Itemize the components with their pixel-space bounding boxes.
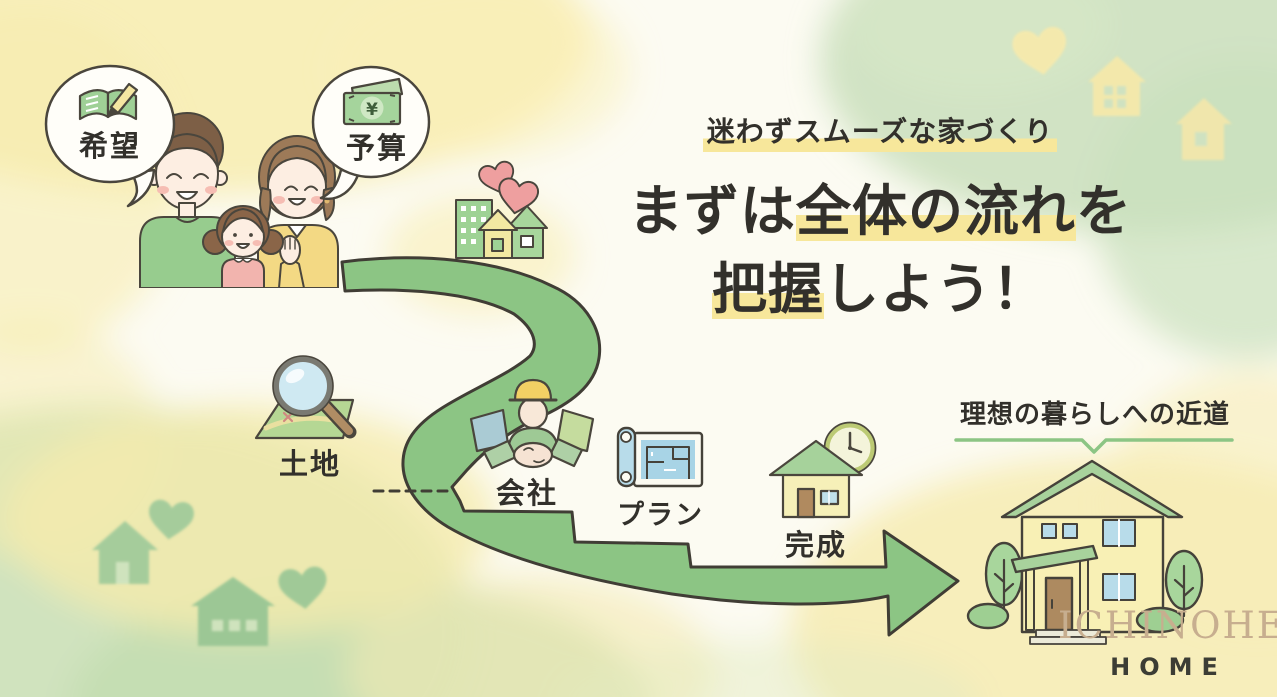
main-title: まずは全体の流れを 把握しよう！: [590, 172, 1170, 328]
logo-sub-text: HOME: [1110, 653, 1227, 681]
title-block: 迷わずスムーズな家づくり まずは全体の流れを 把握しよう！: [590, 110, 1170, 328]
title-line1-post: を: [1076, 179, 1133, 243]
town-hearts-icon: [455, 158, 548, 259]
road-arrow-shape: [340, 256, 960, 637]
budget-speech-bubble: [311, 65, 431, 201]
brand-logo: ICHINOHE HOME: [1058, 604, 1277, 681]
handshake-worker-icon: [469, 378, 595, 470]
bubble-label-budget: 予算: [345, 131, 408, 165]
speech-bubbles: [44, 64, 431, 208]
notebook-pencil-icon: [78, 82, 139, 121]
house-clock-icon: [768, 421, 877, 519]
flow-road: [340, 256, 960, 637]
daughter-figure: [202, 205, 284, 288]
step-label-plan: プラン: [617, 500, 704, 531]
goal-caption: 理想の暮らしへの近道: [959, 400, 1230, 430]
title-line1-pre: まずは: [627, 179, 796, 243]
bubble-label-wish: 希望: [78, 129, 141, 163]
wish-speech-bubble: [44, 64, 176, 208]
logo-brand-text: ICHINOHE: [1058, 604, 1277, 647]
caption-bracket: [954, 438, 1234, 454]
map-magnifier-icon: [254, 355, 357, 440]
bush-icon: [966, 602, 1010, 630]
yen-symbol-glyph: ¥: [366, 100, 378, 120]
background-silhouettes: [92, 25, 1232, 646]
title-line2-highlight: 把握: [711, 257, 824, 322]
house-silhouette: [191, 577, 275, 646]
family-illustration: [139, 112, 339, 288]
subtitle: 迷わずスムーズな家づくり: [590, 110, 1170, 152]
house-silhouette: [1176, 98, 1232, 160]
mother-figure: [257, 135, 339, 288]
house-silhouette: [1088, 56, 1146, 116]
subtitle-text: 迷わずスムーズな家づくり: [702, 115, 1058, 152]
blueprint-icon: [616, 426, 704, 488]
house-silhouette: [92, 521, 158, 584]
two-story-house-icon: [954, 438, 1234, 645]
step-label-completion: 完成: [784, 528, 847, 562]
bush-icon: [1135, 606, 1185, 634]
title-line1-highlight: 全体の流れ: [795, 179, 1076, 243]
step-label-company: 会社: [495, 476, 558, 510]
tree-icon: [1164, 549, 1204, 618]
step-label-land: 土地: [278, 447, 341, 481]
title-line2-post: しよう！: [824, 257, 1049, 322]
yen-banknote-icon: [342, 77, 404, 126]
